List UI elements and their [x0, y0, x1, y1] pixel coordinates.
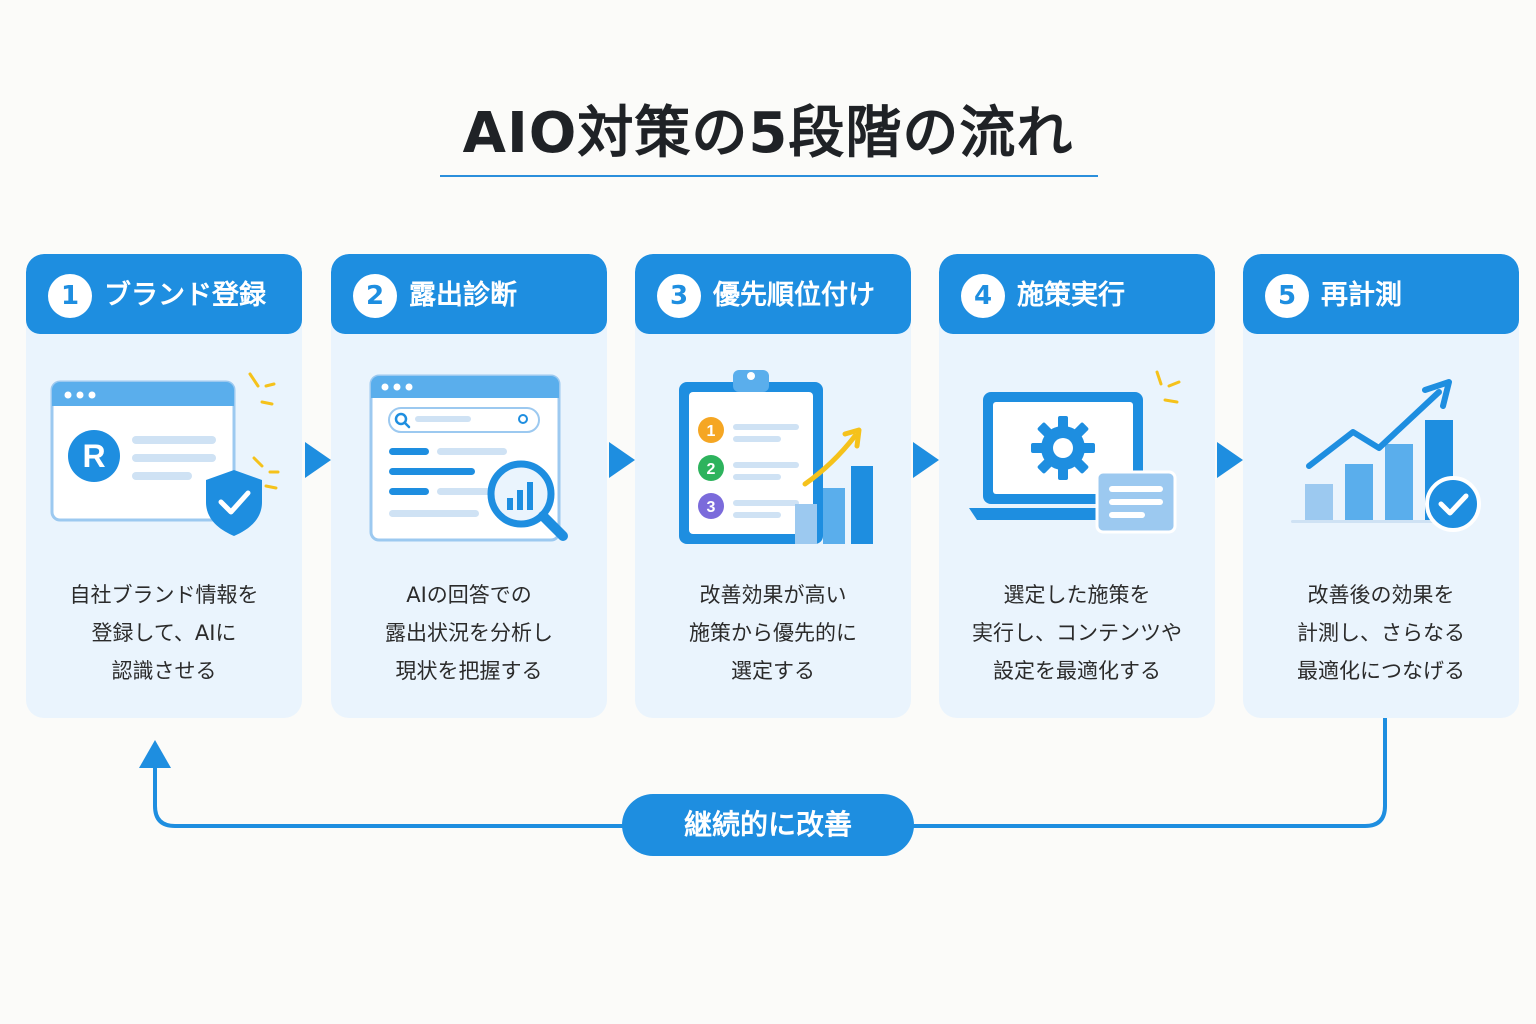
title-underline [440, 175, 1098, 177]
laptop-gear-icon [969, 370, 1181, 534]
step-description: 選定した施策を 実行し、コンテンツや 設定を最適化する [972, 583, 1182, 683]
step-card-5: 5 再計測 改善後の効果を 計測し、さらなる 最適化につなげる [1243, 254, 1519, 718]
svg-text:1: 1 [707, 423, 716, 440]
browser-shield-icon: R [50, 372, 280, 536]
step-number-badge: 4 [961, 274, 1005, 318]
cycle-label: 継続的に改善 [622, 794, 914, 856]
svg-text:3: 3 [707, 499, 716, 516]
growth-chart-icon [1291, 379, 1481, 532]
step-description: 改善効果が高い 施策から優先的に 選定する [689, 583, 857, 683]
step-number-badge: 3 [657, 274, 701, 318]
step-header: 1 ブランド登録 [26, 254, 302, 334]
page-title: AIO対策の5段階の流れ [462, 101, 1074, 166]
step-card-3: 3 優先順位付け 1 2 3 改善効果が高い 施策から優先的に 選定する [635, 254, 911, 718]
step-description: 改善後の効果を 計測し、さらなる 最適化につなげる [1297, 583, 1465, 683]
flow-arrow-icon [609, 442, 635, 478]
search-magnifier-icon [369, 374, 568, 542]
step-number-badge: 5 [1265, 274, 1309, 318]
step-header: 4 施策実行 [939, 254, 1215, 334]
brand-logo-letter: R [82, 438, 105, 474]
step-number-badge: 1 [48, 274, 92, 318]
step-description: 自社ブランド情報を 登録して、AIに 認識させる [69, 583, 259, 683]
flow-arrow-icon [305, 442, 331, 478]
step-header: 2 露出診断 [331, 254, 607, 334]
step-title: 優先順位付け [713, 280, 875, 311]
step-card-4: 4 施策実行 選定した施策を 実行し、コンテンツや 設定を最適化する [939, 254, 1215, 718]
svg-text:2: 2 [707, 461, 716, 478]
flow-arrow-icon [1217, 442, 1243, 478]
step-title: 露出診断 [409, 280, 517, 311]
flow-arrow-icon [913, 442, 939, 478]
step-title: 施策実行 [1017, 280, 1125, 311]
step-card-2: 2 露出診断 AIの回答での 露出状況を分析し 現状を把握する [331, 254, 607, 718]
step-title: ブランド登録 [104, 280, 266, 311]
step-description: AIの回答での 露出状況を分析し 現状を把握する [385, 583, 553, 683]
step-number-badge: 2 [353, 274, 397, 318]
step-card-1: 1 ブランド登録 R 自社ブランド情報を 登録して、AIに 認識させる [26, 254, 302, 718]
priority-clipboard-icon: 1 2 3 [679, 370, 873, 544]
step-title: 再計測 [1321, 280, 1402, 311]
step-header: 5 再計測 [1243, 254, 1519, 334]
step-header: 3 優先順位付け [635, 254, 911, 334]
